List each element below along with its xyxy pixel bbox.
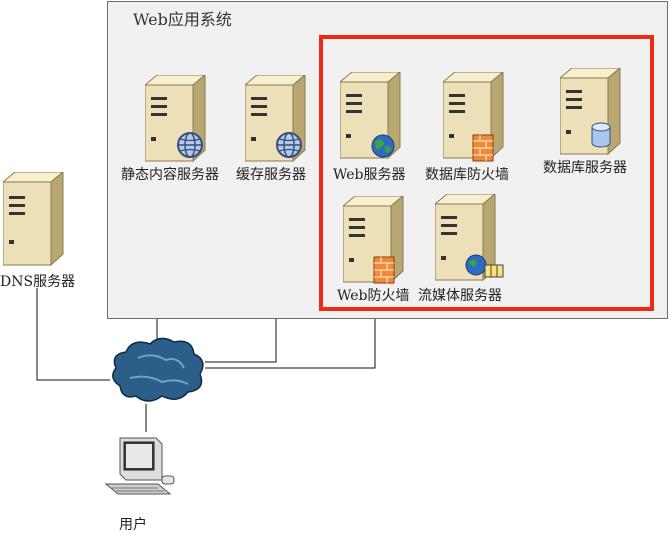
database-firewall[interactable] [441, 70, 513, 164]
server-icon [441, 70, 505, 160]
system-title: Web应用系统 [133, 10, 232, 29]
cache-server-label: 缓存服务器 [236, 167, 306, 183]
database-firewall-label: 数据库防火墙 [425, 167, 509, 183]
user-computer-icon[interactable] [98, 432, 178, 511]
firewall-icon [472, 134, 494, 166]
internet-cloud-icon [108, 334, 208, 410]
streaming-media-label: 流媒体服务器 [418, 288, 502, 304]
web-firewall-label: Web防火墙 [337, 288, 410, 304]
user-label: 用户 [119, 517, 147, 533]
dns-server-label: DNS服务器 [0, 274, 76, 290]
dns-server[interactable] [1, 170, 73, 271]
globe-icon [275, 131, 303, 163]
server-icon [558, 66, 622, 156]
server-icon [1, 170, 65, 267]
web-server-label: Web服务器 [333, 167, 406, 183]
database-server[interactable] [558, 66, 630, 160]
database-icon [590, 122, 612, 152]
media-icon [463, 253, 507, 285]
globe-icon [176, 131, 204, 163]
database-server-label: 数据库服务器 [543, 160, 627, 176]
firewall-icon [373, 256, 395, 288]
earth-icon [370, 133, 396, 163]
static-server-label: 静态内容服务器 [121, 167, 219, 183]
highlight-frame [319, 35, 654, 311]
